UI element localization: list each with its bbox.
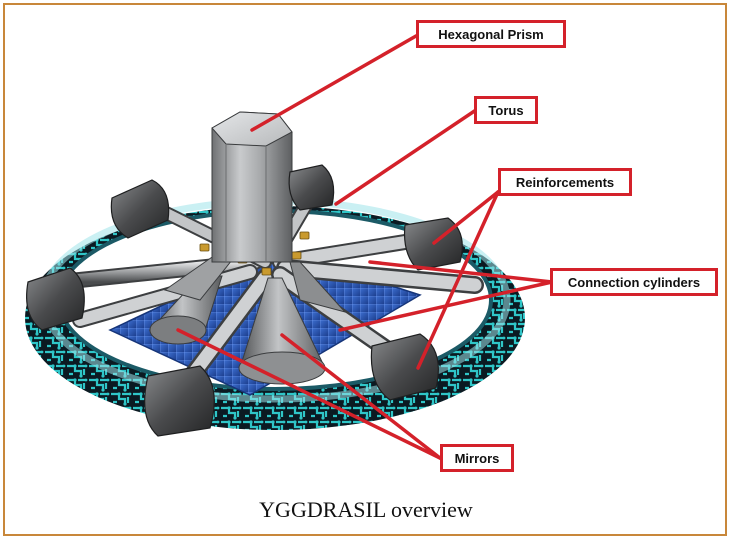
leader-connection-upper [368,260,554,284]
hexagonal-prism [211,111,293,263]
reinforcement-block [26,267,85,331]
figure-caption: YGGDRASIL overview [259,497,473,522]
leader-mirror-center [280,333,442,460]
label-torus: Torus [474,96,538,124]
label-reinforcements: Reinforcements [498,168,632,196]
reinforcement-block [144,365,215,437]
leader-reinforcement-upper [432,190,500,245]
reinforcement-block [110,179,170,239]
leader-mirror-left [176,328,442,460]
mirrors [148,254,347,385]
label-mirrors: Mirrors [440,444,514,472]
reinforcement-block [288,164,335,211]
label-connection-cylinders: Connection cylinders [550,268,718,296]
leader-lines [176,34,554,460]
mirror-back-right [289,261,347,313]
leader-reinforcement-lower [416,190,500,370]
reinforcements [26,164,463,437]
leader-torus [334,108,478,206]
label-hexagonal-prism: Hexagonal Prism [416,20,566,48]
leader-hexagonal-prism [250,34,418,132]
leader-connection-lower [338,280,554,332]
